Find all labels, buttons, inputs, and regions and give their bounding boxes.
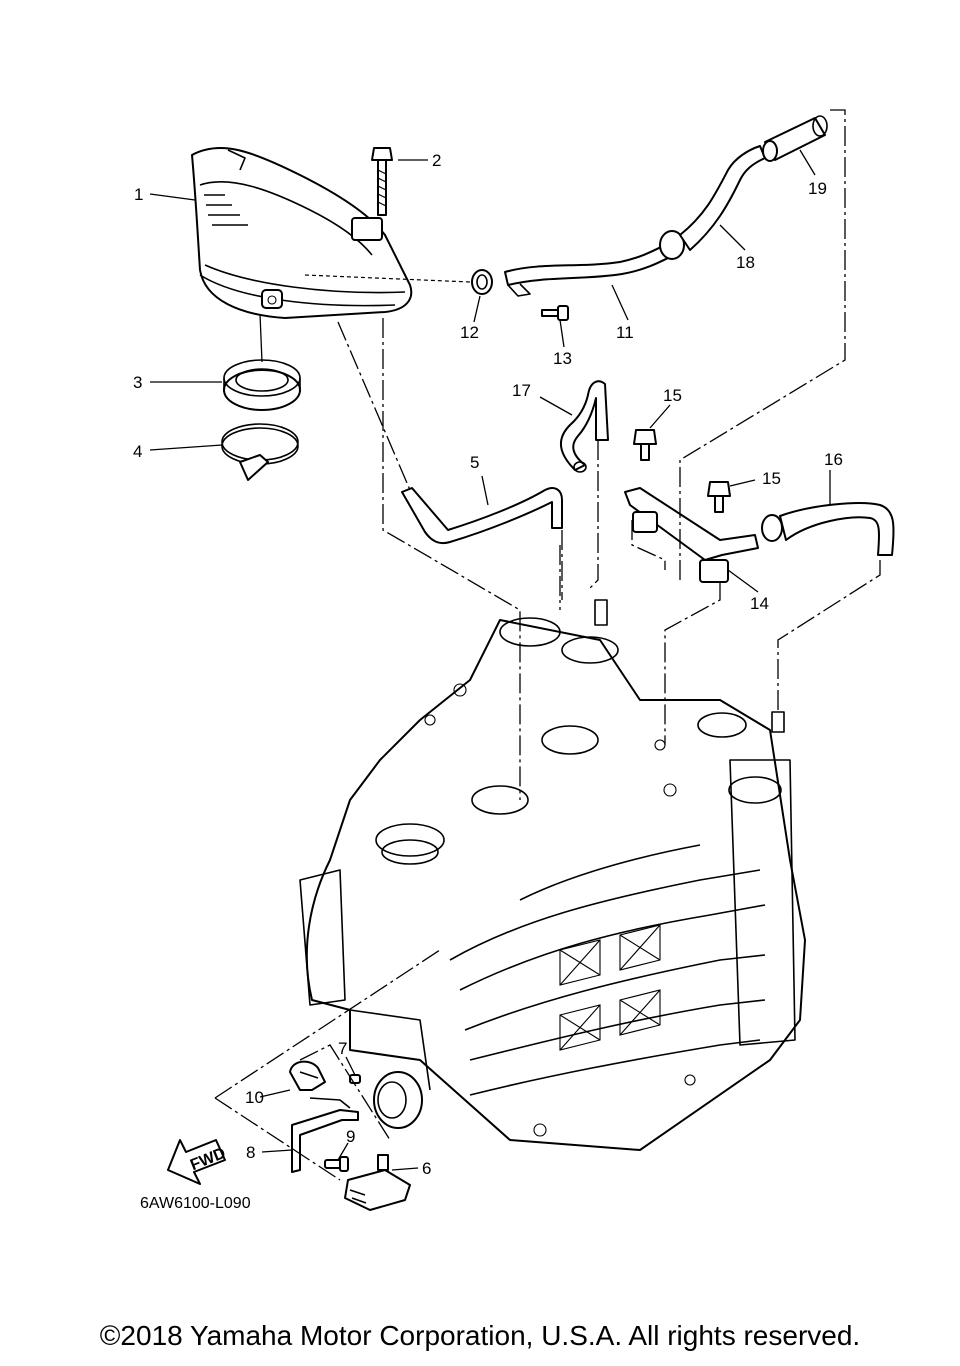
part-1-cover[interactable] <box>191 147 413 319</box>
part-12-grommet[interactable] <box>471 269 493 295</box>
part-17-hose[interactable] <box>560 380 609 473</box>
part-15-bolt-a[interactable] <box>633 429 657 461</box>
part-16-hose[interactable] <box>761 502 895 556</box>
part-3-grommet[interactable] <box>223 359 301 411</box>
callout-3: 3 <box>133 373 142 392</box>
part-8-bracket[interactable] <box>291 1097 359 1173</box>
callout-13: 13 <box>553 349 572 368</box>
callout-15b: 15 <box>762 469 781 488</box>
callout-16: 16 <box>824 450 843 469</box>
part-19-hose[interactable] <box>762 115 828 162</box>
callout-14: 14 <box>750 594 769 613</box>
part-2-bolt[interactable] <box>371 147 393 216</box>
copyright-notice: ©2018 Yamaha Motor Corporation, U.S.A. A… <box>99 1320 861 1351</box>
callout-12: 12 <box>460 323 479 342</box>
reference-lines <box>214 109 881 1181</box>
figure-code: 6AW6100-L090 <box>140 1195 251 1212</box>
callout-9: 9 <box>346 1127 355 1146</box>
part-15-bolt-b[interactable] <box>707 481 731 513</box>
part-10-clip[interactable] <box>289 1060 326 1091</box>
callout-7: 7 <box>338 1039 347 1058</box>
callout-18: 18 <box>736 253 755 272</box>
callout-4: 4 <box>133 442 142 461</box>
part-14-pipe[interactable] <box>624 487 759 583</box>
callout-17: 17 <box>512 381 531 400</box>
callout-11: 11 <box>616 323 634 342</box>
callout-2: 2 <box>432 151 441 170</box>
part-18-hose[interactable] <box>659 145 766 260</box>
callout-6: 6 <box>422 1159 431 1178</box>
callouts: 1 2 3 4 5 6 7 8 9 10 11 12 13 14 15 15 1… <box>133 151 843 1178</box>
part-4-clamp[interactable] <box>221 423 299 481</box>
part-5-hose[interactable] <box>401 487 563 545</box>
leader-lines <box>149 149 831 1171</box>
callout-1: 1 <box>134 185 143 204</box>
callout-19: 19 <box>808 179 827 198</box>
fwd-arrow: FWD <box>167 1139 228 1185</box>
callout-15a: 15 <box>663 386 682 405</box>
part-11-hose[interactable] <box>504 244 673 297</box>
part-6-sensor[interactable] <box>344 1154 411 1211</box>
part-9-screw[interactable] <box>324 1156 349 1172</box>
callout-5: 5 <box>470 453 479 472</box>
engine-block <box>299 599 806 1151</box>
callout-10: 10 <box>245 1088 264 1107</box>
part-13-screw[interactable] <box>541 305 569 321</box>
callout-8: 8 <box>246 1143 255 1162</box>
